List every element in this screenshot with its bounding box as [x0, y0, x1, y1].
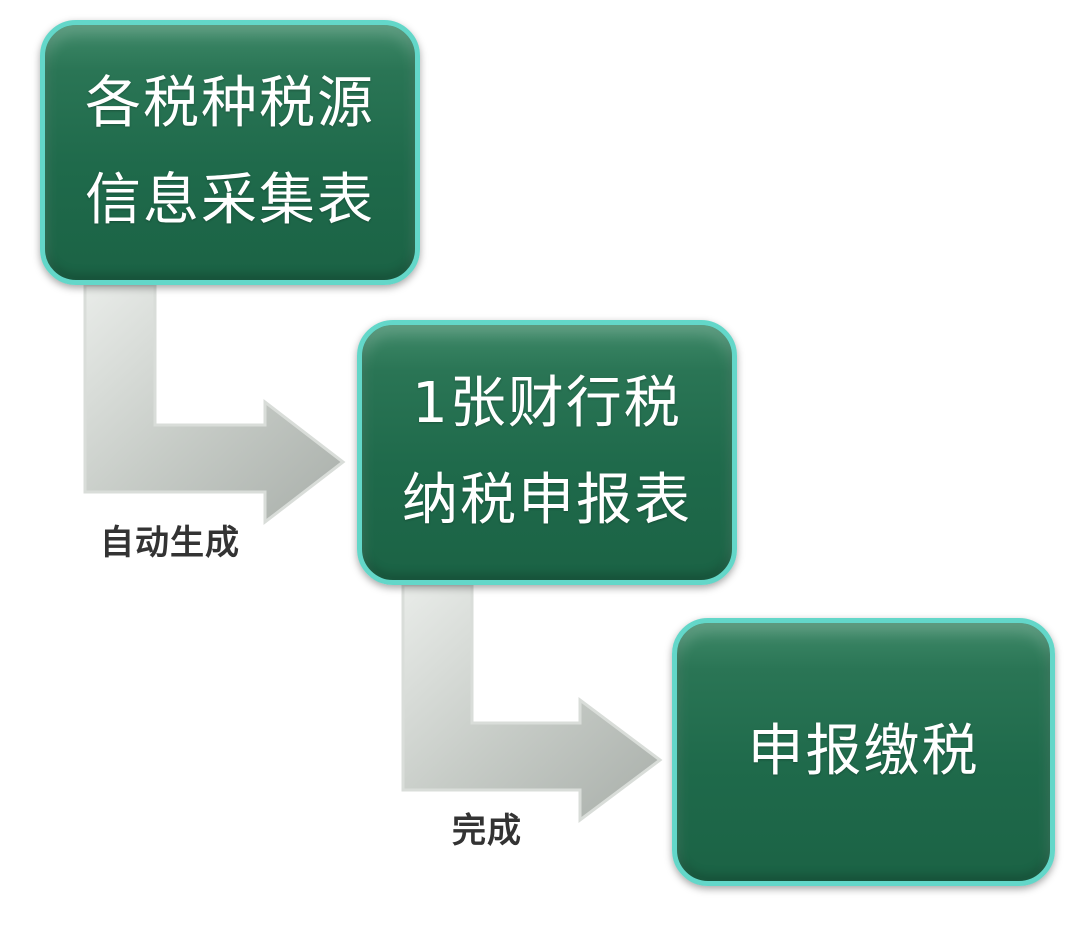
step-2-line-2: 纳税申报表	[402, 467, 692, 533]
arrow-step1-to-step2	[83, 283, 346, 526]
connector-label-auto-generate: 自动生成	[100, 523, 240, 563]
step-box-3: 申报缴税	[672, 618, 1055, 886]
step-2-line-1: 1张财行税	[412, 371, 682, 437]
step-3-line-1: 申报缴税	[747, 718, 980, 784]
step-box-2: 1张财行税 纳税申报表	[357, 320, 737, 585]
step-1-line-1: 各税种税源	[85, 71, 375, 137]
connector-label-complete: 完成	[452, 811, 522, 851]
step-1-line-2: 信息采集表	[85, 167, 375, 233]
step-box-1: 各税种税源 信息采集表	[40, 20, 420, 285]
arrow-step2-to-step3	[401, 583, 663, 823]
